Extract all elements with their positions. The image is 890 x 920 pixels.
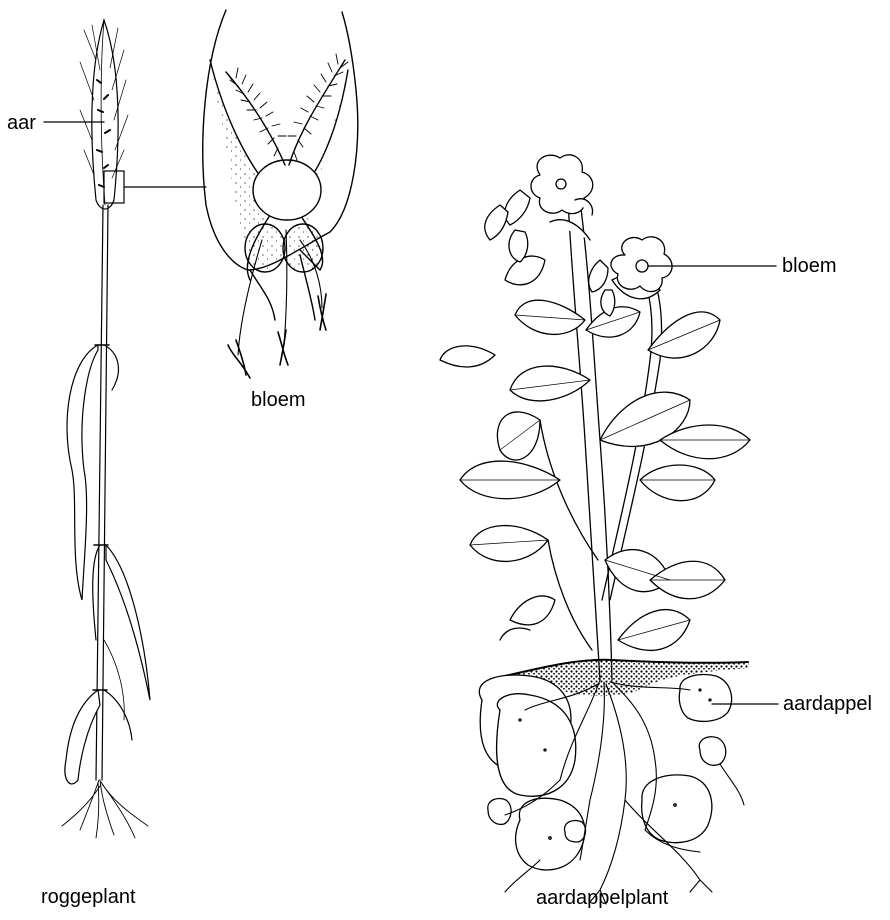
potato-plant-drawing — [440, 155, 778, 904]
potato-flower-label: bloem — [782, 256, 836, 276]
rye-roots — [62, 780, 148, 838]
feathery-stigmas — [226, 54, 348, 165]
rye-leaves — [65, 345, 150, 784]
aar-label: aar — [7, 113, 36, 133]
rye-flower-detail — [203, 10, 358, 378]
rye-flower-label: bloem — [251, 390, 305, 410]
potato-tubers — [479, 675, 731, 870]
rye-plant-drawing — [44, 20, 206, 838]
potato-plant-label: aardappelplant — [536, 888, 668, 908]
ovary — [253, 160, 321, 220]
potato-tuber-label: aardappel — [783, 694, 872, 714]
rye-plant-label: roggeplant — [41, 887, 136, 907]
